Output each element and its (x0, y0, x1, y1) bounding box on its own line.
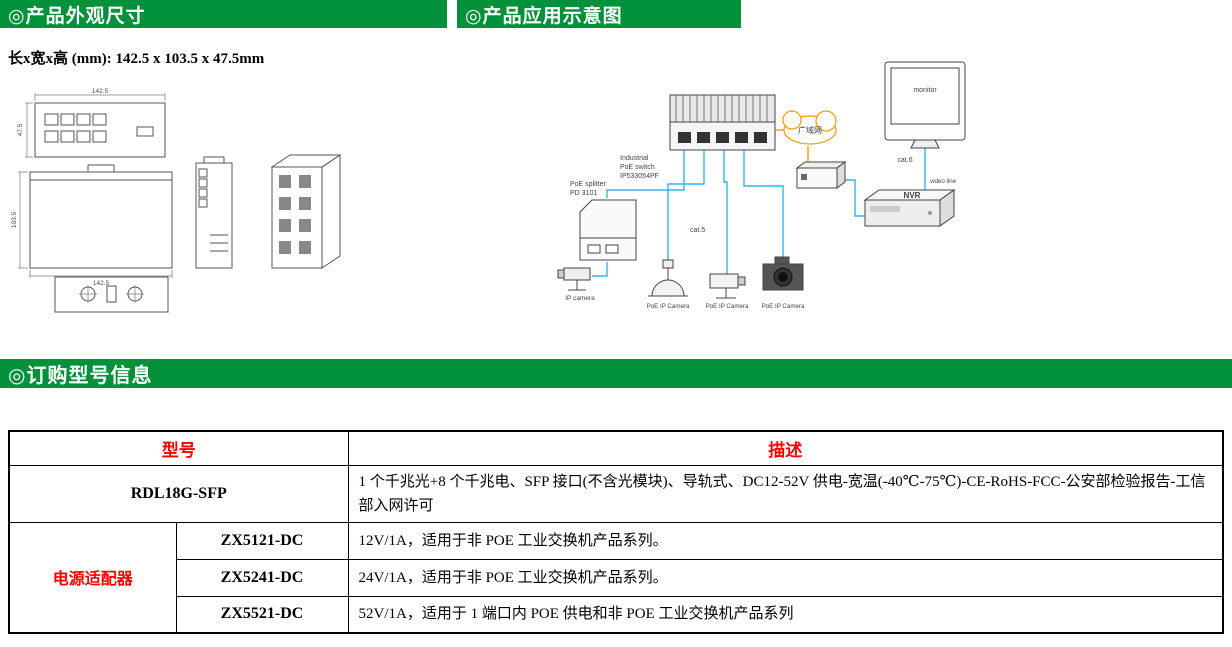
switch-label-line2: PoE switch (620, 164, 655, 171)
monitor-device: monitor (884, 61, 966, 149)
switch-label-line1: Industrial (620, 155, 649, 162)
media-converter-device (795, 161, 847, 189)
section-title-application: ◎产品应用示意图 (465, 5, 623, 27)
network-cables (592, 129, 926, 277)
ip-camera-device: IP camera (557, 267, 595, 302)
adapter-group-label: 电源适配器 (8, 521, 177, 634)
table-row: RDL18G-SFP 1 个千兆光+8 个千兆电、SFP 接口(不含光模块)、导… (8, 464, 1224, 523)
ip-camera-label: IP camera (565, 295, 595, 302)
adapter-model: ZX5521-DC (175, 595, 349, 634)
wan-cloud: 广域网 (782, 110, 837, 145)
adapter-description: 24V/1A，适用于非 POE 工业交换机产品系列。 (347, 558, 1224, 597)
ordering-table: 型号 描述 RDL18G-SFP 1 个千兆光+8 个千兆电、SFP 接口(不含… (8, 430, 1224, 634)
splitter-label-line2: PD 3101 (570, 190, 597, 197)
model-name: RDL18G-SFP (8, 464, 349, 523)
dslr-camera-device: PoE IP Camera (762, 256, 805, 310)
adapter-model: ZX5121-DC (175, 521, 349, 560)
adapter-model: ZX5241-DC (175, 558, 349, 597)
cat6-label: cat.6 (897, 157, 912, 164)
poe-camera-label-3: PoE IP Camera (762, 303, 805, 310)
dim-height-label: 47.5 (17, 123, 24, 136)
video-line-label: video line (930, 178, 957, 185)
column-header-description: 描述 (347, 430, 1224, 466)
section-title-ordering: ◎订购型号信息 (8, 365, 153, 387)
section-header-ordering: ◎订购型号信息 (0, 359, 1232, 388)
splitter-label-line1: PoE splitter (570, 181, 606, 188)
dim-width-bottom-label: 142.5 (93, 280, 110, 287)
monitor-label: monitor (913, 87, 937, 94)
section-header-application: ◎产品应用示意图 (457, 0, 741, 28)
table-row: ZX5241-DC 24V/1A，适用于非 POE 工业交换机产品系列。 (9, 558, 1224, 597)
poe-camera-label-2: PoE IP Camera (706, 303, 749, 310)
poe-splitter-device: PoE splitter PD 3101 (570, 181, 637, 261)
front-view-drawing: 142.5 47.5 (17, 88, 166, 158)
cat5-label: cat.5 (690, 227, 705, 234)
section-header-appearance: ◎产品外观尺寸 (0, 0, 447, 28)
table-row: ZX5521-DC 52V/1A，适用于 1 端口内 POE 供电和非 POE … (9, 595, 1224, 634)
dome-camera-device: PoE IP Camera (647, 259, 690, 310)
sfp-slot (136, 126, 154, 137)
bottom-view-drawing: 103.5 142.5 (11, 164, 173, 287)
application-diagram: Industrial PoE switch IP533054PF 广域网 mon… (557, 61, 966, 310)
table-header-row: 型号 描述 (8, 430, 1224, 466)
switch-label-line3: IP533054PF (620, 173, 659, 180)
section-title-appearance: ◎产品外观尺寸 (8, 5, 146, 27)
model-description: 1 个千兆光+8 个千兆电、SFP 接口(不含光模块)、导轨式、DC12-52V… (347, 464, 1224, 523)
dimensions-text: 长x宽x高 (mm): 142.5 x 103.5 x 47.5mm (8, 51, 265, 67)
side-view-drawing (195, 156, 233, 269)
technical-drawings: 142.5 47.5 103.5 142.5 (11, 88, 342, 313)
din-clip (87, 164, 115, 173)
poe-switch-device: Industrial PoE switch IP533054PF (620, 94, 776, 180)
table-row: 电源适配器 ZX5121-DC 12V/1A，适用于非 POE 工业交换机产品系… (8, 521, 1224, 634)
dim-width-label: 142.5 (92, 88, 109, 95)
poe-camera-label-1: PoE IP Camera (647, 303, 690, 310)
column-header-model: 型号 (8, 430, 349, 466)
cloud-label: 广域网 (798, 125, 822, 135)
nvr-device: NVR (863, 189, 956, 227)
nvr-label: NVR (904, 191, 921, 200)
box-camera-device: PoE IP Camera (706, 273, 749, 310)
dim-depth-label: 103.5 (11, 211, 18, 228)
adapter-description: 12V/1A，适用于非 POE 工业交换机产品系列。 (347, 521, 1224, 560)
mounting-plate-drawing (54, 276, 169, 313)
adapter-description: 52V/1A，适用于 1 端口内 POE 供电和非 POE 工业交换机产品系列 (347, 595, 1224, 634)
perspective-view-drawing (270, 154, 342, 269)
